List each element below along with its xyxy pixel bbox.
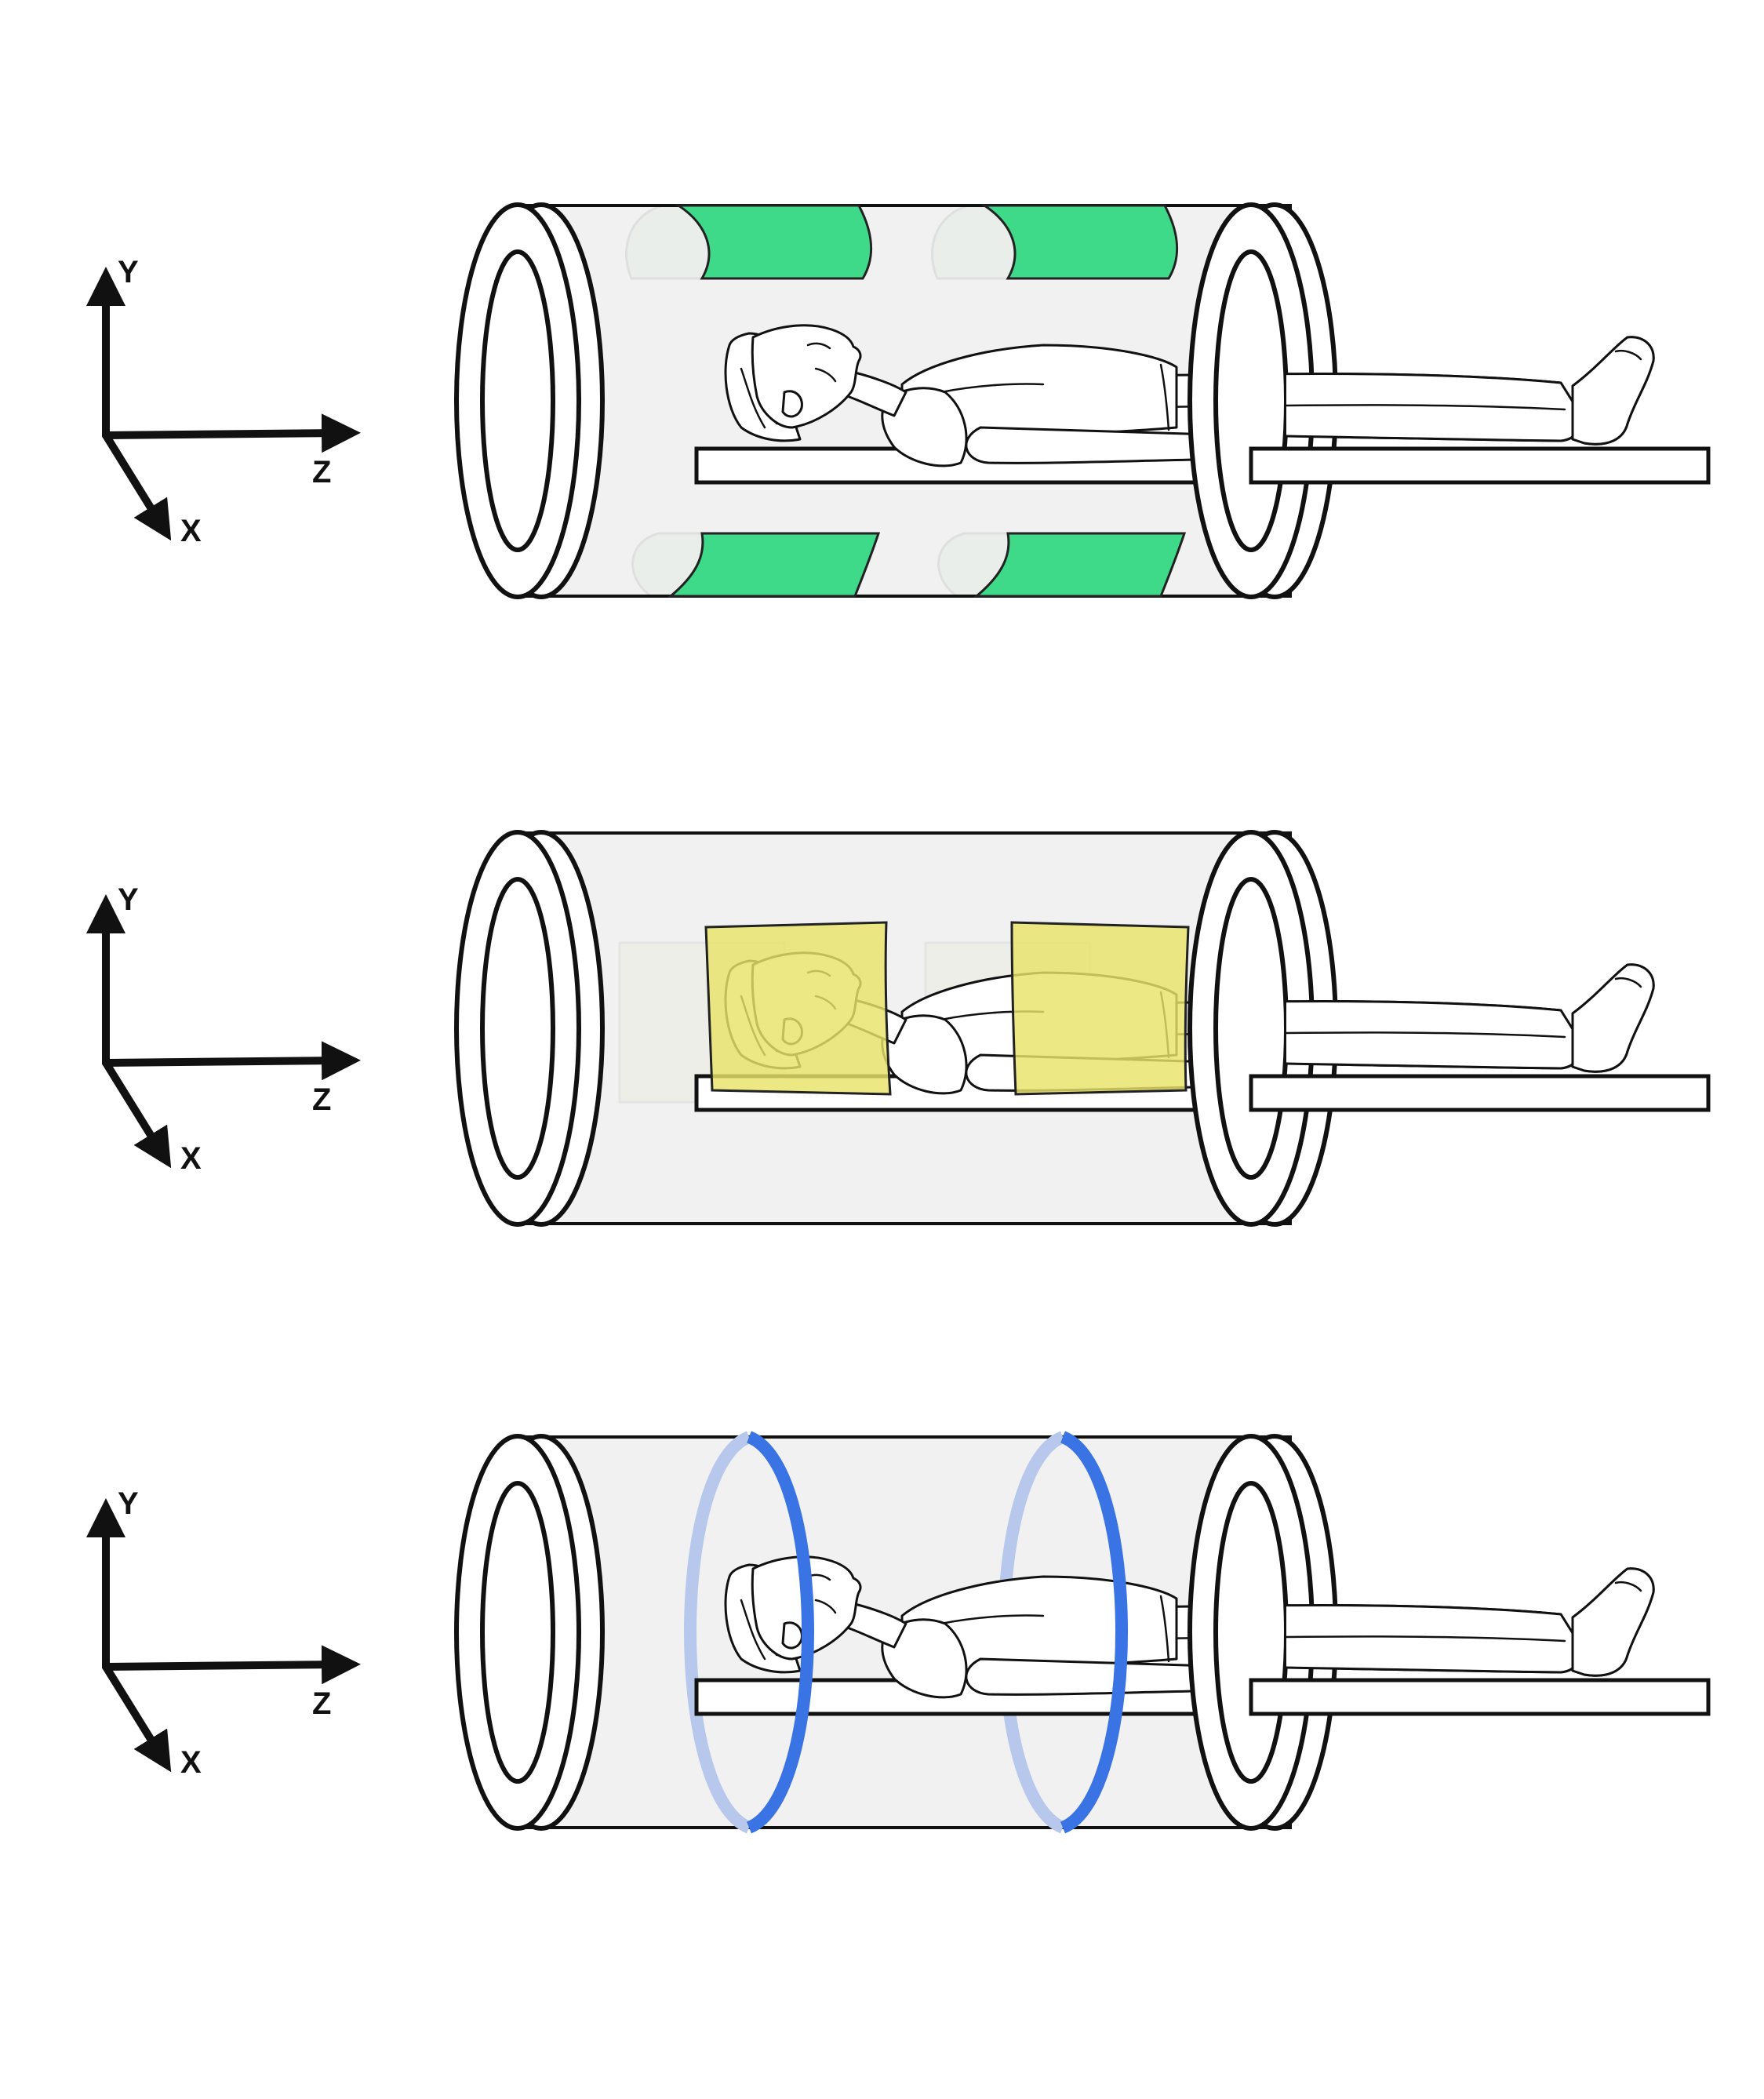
axis-label-z: Z xyxy=(312,455,331,489)
axis-label-y: Y xyxy=(118,255,139,289)
coil-front-1c xyxy=(671,533,878,596)
coil-front-2b xyxy=(1012,922,1188,1094)
axis-label-z: Z xyxy=(312,1082,331,1117)
axis-label-y: Y xyxy=(118,1486,139,1521)
axis-label-x: X xyxy=(180,1745,202,1780)
axis-label-x: X xyxy=(180,1141,202,1176)
axis-triad xyxy=(106,914,341,1151)
coil-front-1a xyxy=(678,206,871,278)
bore-ring-left xyxy=(456,205,602,597)
axis-triad xyxy=(106,286,341,524)
bore-ring-left xyxy=(456,832,602,1224)
axis-label-y: Y xyxy=(118,882,139,917)
panel-rectangular-coils: Y Z X xyxy=(106,832,1708,1224)
coil-front-1b xyxy=(984,206,1177,278)
bore-ring-left xyxy=(456,1436,602,1828)
coil-front-1d xyxy=(977,533,1184,596)
coil-front-2a xyxy=(706,922,890,1094)
panel-loop-coils: Y Z X xyxy=(106,1436,1708,1828)
panel-saddle-coils: Y Z X xyxy=(106,205,1708,597)
axis-label-z: Z xyxy=(312,1686,331,1721)
axis-triad xyxy=(106,1518,341,1755)
axis-label-x: X xyxy=(180,514,202,548)
